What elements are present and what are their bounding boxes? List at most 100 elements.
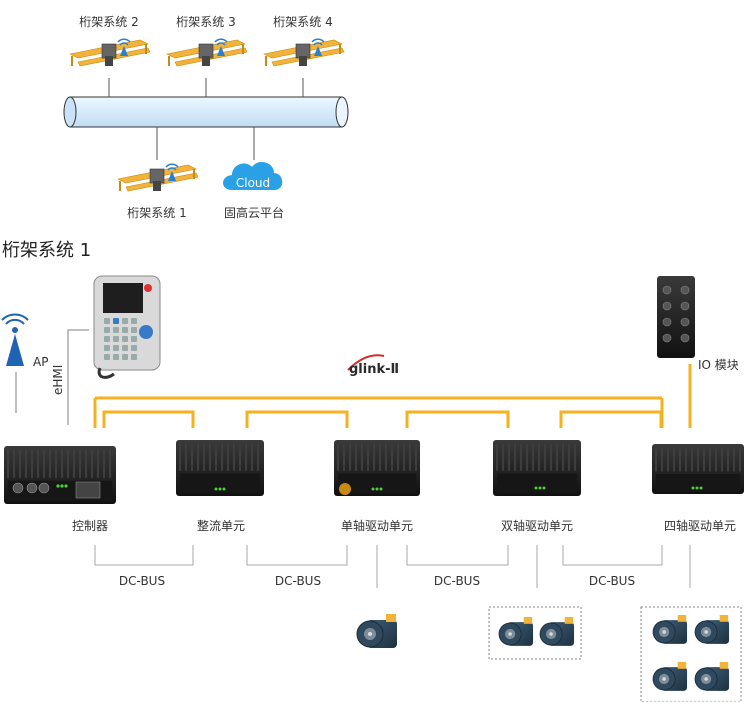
io-port	[662, 301, 672, 311]
status-led	[218, 487, 222, 491]
quad-motor-group	[640, 606, 742, 702]
system-title: 桁架系统 1	[2, 240, 92, 261]
servo-motor-icon	[539, 616, 575, 647]
dual-axis-drive-label: 双轴驱动单元	[500, 519, 574, 533]
cloud-text: Cloud	[235, 176, 271, 190]
pendant-cable	[97, 367, 115, 379]
status-led	[60, 484, 64, 488]
glink-segment-line	[245, 410, 349, 428]
status-led	[56, 484, 60, 488]
pendant-key	[131, 336, 137, 342]
single-axis-power-connector	[339, 483, 351, 495]
pendant-key	[122, 345, 128, 351]
rectifier-label: 整流单元	[196, 519, 246, 533]
pendant-key	[131, 327, 137, 333]
status-led	[222, 487, 226, 491]
status-led	[534, 486, 538, 490]
glink-segment-line	[102, 410, 195, 428]
dcbus-label: DC-BUS	[588, 574, 636, 588]
dcbus-bracket	[246, 545, 348, 566]
network-pipe-left-end	[63, 96, 77, 128]
gantry-2-label: 桁架系统 2	[79, 15, 139, 29]
pendant-key	[122, 336, 128, 342]
pendant-estop-icon	[144, 284, 152, 292]
gantry-3-label: 桁架系统 3	[176, 15, 236, 29]
network-pipe	[69, 96, 343, 128]
ap-label: AP	[33, 355, 49, 369]
glink-segment-line	[405, 410, 510, 428]
dcbus-bracket	[562, 545, 663, 566]
servo-motor-icon	[356, 613, 398, 649]
servo-motor-icon	[498, 616, 534, 647]
network-pipe-right-end	[335, 96, 349, 128]
pendant-key	[131, 354, 137, 360]
status-led	[64, 484, 68, 488]
single-axis-drive-label: 单轴驱动单元	[340, 519, 414, 533]
pendant-key	[113, 318, 119, 324]
status-led	[695, 486, 699, 490]
pendant-screen	[103, 283, 143, 313]
gantry-icon	[69, 39, 151, 67]
controller-label: 控制器	[71, 519, 109, 533]
status-led	[214, 487, 218, 491]
glink-swoosh-icon	[347, 354, 385, 371]
servo-motor-icon	[694, 614, 730, 645]
io-port	[662, 317, 672, 327]
gantry-icon	[117, 164, 199, 192]
pendant-key	[113, 327, 119, 333]
gantry-4-label: 桁架系统 4	[273, 15, 333, 29]
pendant-key	[104, 327, 110, 333]
io-port	[680, 285, 690, 295]
ap-signal-icon	[1, 313, 29, 321]
glink-segment-line	[559, 410, 663, 428]
pendant-key	[104, 336, 110, 342]
glink-logo-label: glink-Ⅱ	[349, 362, 400, 377]
servo-motor-icon	[652, 661, 688, 692]
controller-port	[38, 482, 50, 494]
status-led	[691, 486, 695, 490]
controller-connector	[75, 481, 101, 499]
servo-motor-icon	[694, 661, 730, 692]
gantry-icon	[166, 39, 248, 67]
dcbus-bracket	[406, 545, 509, 566]
controller-port	[26, 482, 38, 494]
dcbus-label: DC-BUS	[118, 574, 166, 588]
pendant-key	[113, 345, 119, 351]
dcbus-label: DC-BUS	[433, 574, 481, 588]
ehmi-connection-line	[67, 329, 89, 425]
ehmi-label: eHMI	[51, 364, 65, 395]
gantry-1-label: 桁架系统 1	[127, 206, 187, 220]
gantry-icon	[263, 39, 345, 67]
dcbus-bracket	[94, 545, 194, 566]
io-port	[680, 333, 690, 343]
pendant-jog-icon	[139, 325, 153, 339]
ap-antenna-icon	[12, 327, 18, 333]
status-led	[542, 486, 546, 490]
pendant-key	[113, 354, 119, 360]
device-front-panel	[180, 473, 260, 494]
dcbus-label: DC-BUS	[274, 574, 322, 588]
cloud-platform-label: 固高云平台	[223, 206, 285, 220]
io-port	[680, 301, 690, 311]
ap-tower-icon	[6, 334, 24, 366]
status-led	[538, 486, 542, 490]
dual-motor-group	[488, 606, 582, 660]
servo-motor-icon	[652, 614, 688, 645]
pendant-key	[131, 345, 137, 351]
pendant-key	[104, 318, 110, 324]
device-front-panel	[656, 474, 740, 492]
pendant-key	[122, 318, 128, 324]
controller-port	[12, 482, 24, 494]
io-port	[662, 285, 672, 295]
ap-signal-icon	[5, 318, 25, 325]
io-port	[680, 317, 690, 327]
pendant-key	[104, 354, 110, 360]
status-led	[371, 487, 375, 491]
cloud-icon	[223, 162, 283, 190]
quad-axis-drive-label: 四轴驱动单元	[663, 519, 737, 533]
status-led	[699, 486, 703, 490]
pendant-key	[122, 327, 128, 333]
pendant-key	[131, 318, 137, 324]
